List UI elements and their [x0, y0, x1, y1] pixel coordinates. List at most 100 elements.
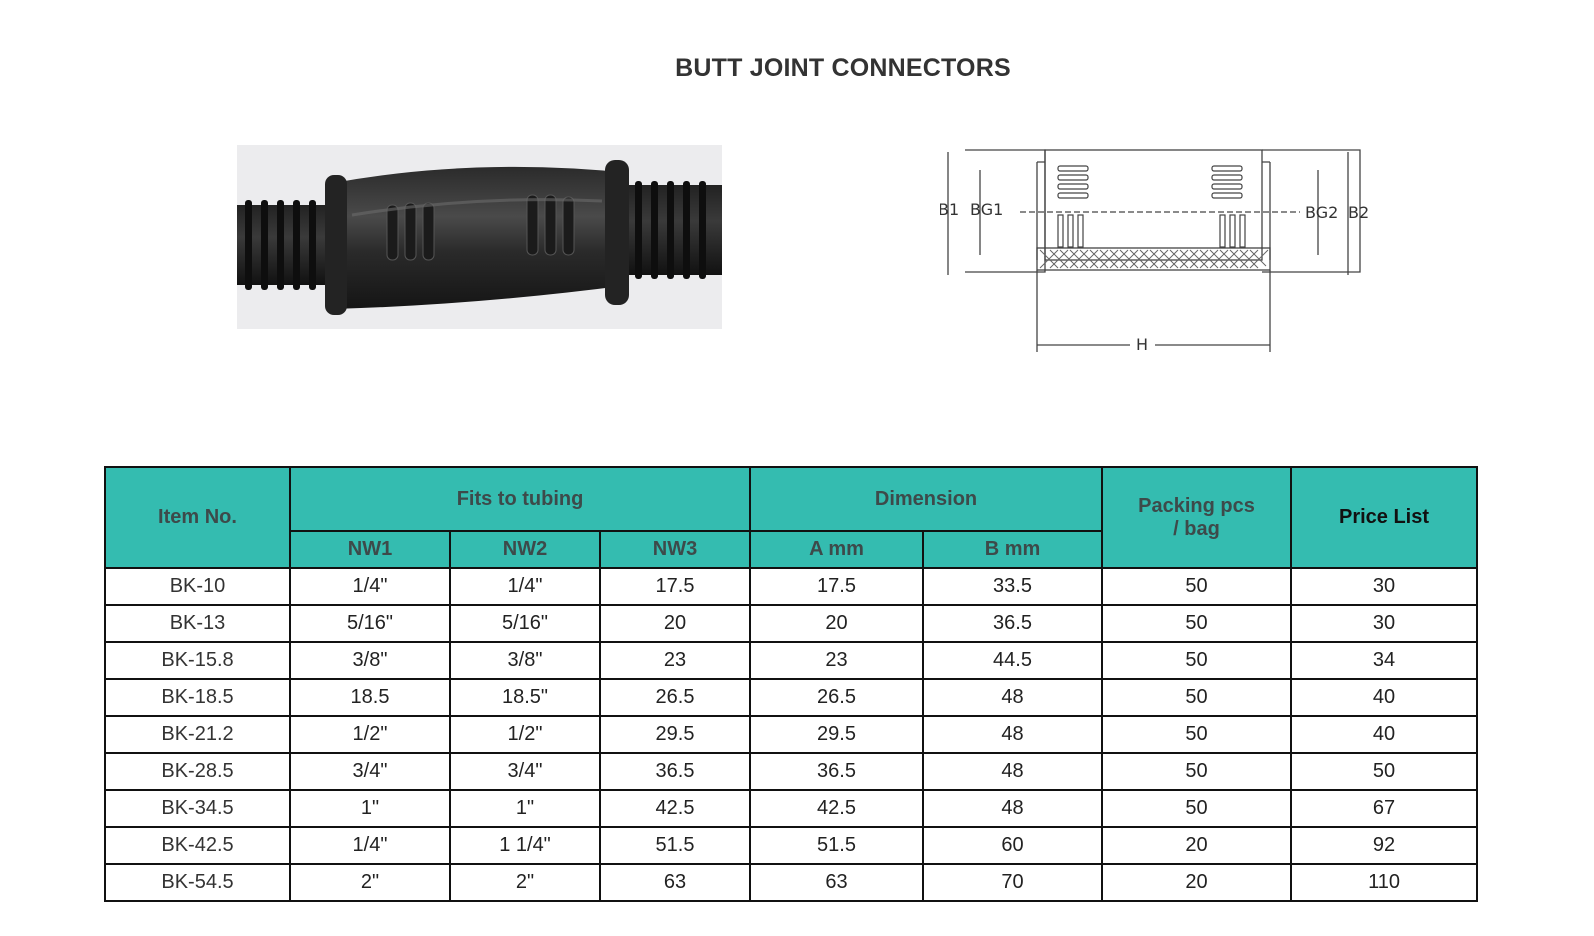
cell-price: 30 — [1290, 604, 1479, 643]
header-b-mm: B mm — [922, 530, 1104, 569]
cell-b-mm: 33.5 — [922, 567, 1104, 606]
cell-nw1: 5/16" — [289, 604, 451, 643]
cell-item-no: BK-18.5 — [104, 678, 291, 717]
header-packing: Packing pcs / bag — [1101, 466, 1293, 569]
header-a-mm: A mm — [749, 530, 925, 569]
cell-a-mm: 23 — [749, 641, 925, 680]
cell-b-mm: 70 — [922, 863, 1104, 902]
cell-b-mm: 48 — [922, 789, 1104, 828]
cell-a-mm: 17.5 — [749, 567, 925, 606]
dimension-diagram: B1 BG1 BG2 B2 H — [940, 140, 1390, 365]
cell-nw3: 20 — [598, 604, 752, 643]
cell-nw1: 1/4" — [289, 567, 451, 606]
cell-nw3: 51.5 — [598, 826, 752, 865]
cell-nw3: 36.5 — [598, 752, 752, 791]
cell-nw3: 29.5 — [598, 715, 752, 754]
specification-table: Item No. Fits to tubing Dimension Packin… — [104, 466, 1479, 902]
label-b2: B2 — [1348, 203, 1369, 222]
cell-packing: 50 — [1101, 789, 1293, 828]
cell-item-no: BK-13 — [104, 604, 291, 643]
cell-item-no: BK-28.5 — [104, 752, 291, 791]
cell-a-mm: 29.5 — [749, 715, 925, 754]
cell-item-no: BK-10 — [104, 567, 291, 606]
cell-nw1: 1" — [289, 789, 451, 828]
cell-price: 40 — [1290, 678, 1479, 717]
cell-packing: 20 — [1101, 826, 1293, 865]
cell-a-mm: 26.5 — [749, 678, 925, 717]
cell-a-mm: 42.5 — [749, 789, 925, 828]
cell-b-mm: 48 — [922, 752, 1104, 791]
cell-item-no: BK-21.2 — [104, 715, 291, 754]
label-bg1: BG1 — [970, 200, 1003, 219]
label-b1: B1 — [940, 200, 959, 219]
cell-packing: 50 — [1101, 752, 1293, 791]
cell-price: 50 — [1290, 752, 1479, 791]
cell-nw2: 1" — [449, 789, 601, 828]
cell-price: 67 — [1290, 789, 1479, 828]
cell-nw1: 1/2" — [289, 715, 451, 754]
cell-packing: 50 — [1101, 678, 1293, 717]
header-nw2: NW2 — [449, 530, 601, 569]
cell-packing: 20 — [1101, 863, 1293, 902]
cell-nw1: 3/8" — [289, 641, 451, 680]
cell-packing: 50 — [1101, 604, 1293, 643]
cell-nw2: 3/8" — [449, 641, 601, 680]
cell-nw2: 1/2" — [449, 715, 601, 754]
cell-a-mm: 63 — [749, 863, 925, 902]
cell-nw1: 3/4" — [289, 752, 451, 791]
cell-item-no: BK-42.5 — [104, 826, 291, 865]
cell-nw3: 23 — [598, 641, 752, 680]
cell-a-mm: 20 — [749, 604, 925, 643]
header-price-list: Price List — [1290, 466, 1479, 569]
cell-nw2: 3/4" — [449, 752, 601, 791]
cell-nw3: 42.5 — [598, 789, 752, 828]
label-bg2: BG2 — [1305, 203, 1338, 222]
cell-nw2: 5/16" — [449, 604, 601, 643]
cell-price: 34 — [1290, 641, 1479, 680]
label-h: H — [1136, 335, 1148, 354]
cell-b-mm: 60 — [922, 826, 1104, 865]
cell-a-mm: 51.5 — [749, 826, 925, 865]
cell-packing: 50 — [1101, 641, 1293, 680]
cell-nw3: 26.5 — [598, 678, 752, 717]
cell-item-no: BK-54.5 — [104, 863, 291, 902]
header-dimension: Dimension — [749, 466, 1104, 532]
cell-nw1: 2" — [289, 863, 451, 902]
page-title: BUTT JOINT CONNECTORS — [675, 54, 1011, 82]
cell-item-no: BK-15.8 — [104, 641, 291, 680]
cell-b-mm: 48 — [922, 678, 1104, 717]
cell-packing: 50 — [1101, 567, 1293, 606]
cell-nw3: 63 — [598, 863, 752, 902]
header-nw3: NW3 — [598, 530, 752, 569]
cell-b-mm: 36.5 — [922, 604, 1104, 643]
cell-nw1: 1/4" — [289, 826, 451, 865]
header-fits-to-tubing: Fits to tubing — [288, 466, 752, 532]
cell-price: 30 — [1290, 567, 1479, 606]
cell-nw2: 1/4" — [449, 567, 601, 606]
cell-nw2: 2" — [449, 863, 601, 902]
cell-a-mm: 36.5 — [749, 752, 925, 791]
cell-nw3: 17.5 — [598, 567, 752, 606]
cell-b-mm: 48 — [922, 715, 1104, 754]
cell-price: 92 — [1290, 826, 1479, 865]
connector-photo — [237, 145, 722, 329]
cell-price: 40 — [1290, 715, 1479, 754]
cell-b-mm: 44.5 — [922, 641, 1104, 680]
cell-nw1: 18.5 — [289, 678, 451, 717]
cell-nw2: 18.5" — [449, 678, 601, 717]
cell-nw2: 1 1/4" — [449, 826, 601, 865]
cell-packing: 50 — [1101, 715, 1293, 754]
header-item-no: Item No. — [104, 466, 291, 569]
cell-item-no: BK-34.5 — [104, 789, 291, 828]
cell-price: 110 — [1290, 863, 1479, 902]
